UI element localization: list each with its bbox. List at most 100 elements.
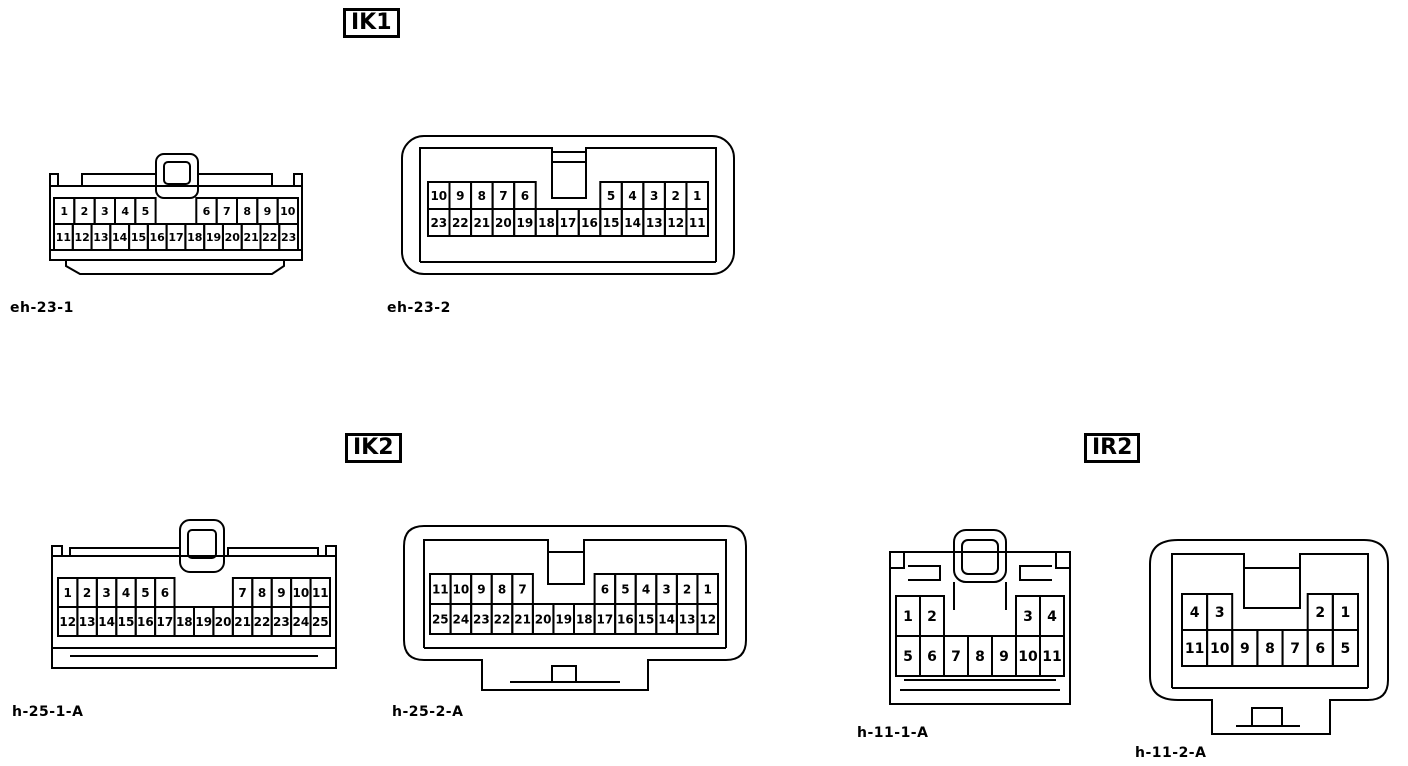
pin-number: 21 [473,216,490,230]
pin-number: 4 [122,586,130,600]
pin-number: 15 [603,216,620,230]
pin-number: 15 [131,231,146,244]
pin-number: 9 [477,582,485,596]
pin-number: 13 [679,612,696,626]
pin-number: 18 [576,612,593,626]
pin-number: 8 [243,205,251,218]
pin-number: 10 [453,582,470,596]
pin-cell [278,223,300,251]
pin-number: 20 [215,615,232,629]
connector-label-eh-23-2: eh-23-2 [387,300,451,316]
pin-number: 1 [903,609,913,625]
pin-number: 24 [453,612,470,626]
pin-number: 9 [277,586,285,600]
pin-number: 5 [621,582,629,596]
pin-number: 7 [518,582,526,596]
pin-cell [696,603,720,635]
pin-number: 6 [161,586,169,600]
pin-number: 6 [1315,641,1325,657]
pin-number: 6 [203,205,211,218]
pin-number: 6 [601,582,609,596]
pin-number: 1 [64,586,72,600]
pin-number: 2 [83,586,91,600]
pin-number: 19 [555,612,572,626]
pin-number: 3 [101,205,109,218]
group-title-ik1: IK1 [343,8,400,38]
pin-number: 20 [535,612,552,626]
pin-number: 16 [150,231,166,244]
pin-number: 15 [638,612,655,626]
pin-number: 16 [137,615,154,629]
pin-number: 4 [1047,609,1057,625]
pin-number: 20 [495,216,512,230]
pin-number: 4 [1190,605,1200,621]
pin-number: 21 [243,231,258,244]
connector-eh-23-2-body [401,135,735,275]
pin-number: 9 [999,649,1009,665]
connector-h-25-1-a-body [51,519,337,669]
pin-number: 12 [699,612,716,626]
pin-number: 13 [93,231,108,244]
pin-number: 10 [430,189,447,203]
pin-number: 8 [1265,641,1275,657]
pin-number: 23 [273,615,290,629]
pin-number: 18 [538,216,555,230]
pin-number: 8 [975,649,985,665]
pin-number: 2 [683,582,691,596]
group-title-ik2: IK2 [345,433,402,463]
pin-number: 14 [624,216,641,230]
pin-number: 16 [581,216,598,230]
connector-label-h-11-1-a: h-11-1-A [857,725,929,741]
pin-number: 8 [258,586,266,600]
pin-number: 6 [521,189,529,203]
pin-number: 8 [478,189,486,203]
pin-number: 2 [81,205,89,218]
pin-number: 9 [456,189,464,203]
pin-number: 19 [206,231,221,244]
pin-number: 7 [238,586,246,600]
pin-number: 17 [157,615,174,629]
pin-number: 3 [662,582,670,596]
pin-number: 5 [141,586,149,600]
pin-number: 14 [98,615,115,629]
pin-cell [309,606,332,637]
connector-label-h-25-2-a: h-25-2-A [392,704,464,720]
connector-h-25-2-a-body [403,525,747,691]
pin-number: 1 [693,189,701,203]
pin-number: 12 [75,231,90,244]
pin-number: 8 [498,582,506,596]
pin-number: 11 [1185,641,1204,657]
pin-number: 23 [430,216,447,230]
pin-number: 2 [927,609,937,625]
pin-number: 1 [704,582,712,596]
pin-number: 23 [473,612,490,626]
pin-number: 2 [1315,605,1325,621]
pin-number: 25 [312,615,329,629]
pin-number: 11 [56,231,71,244]
pin-number: 5 [903,649,913,665]
pin-number: 6 [927,649,937,665]
pin-number: 14 [658,612,675,626]
pin-number: 12 [59,615,76,629]
pin-number: 22 [262,231,277,244]
pin-number: 12 [667,216,684,230]
pin-number: 25 [432,612,449,626]
pin-number: 19 [195,615,212,629]
connector-label-eh-23-1: eh-23-1 [10,300,74,316]
pin-number: 5 [607,189,615,203]
pin-number: 11 [312,586,329,600]
pin-number: 13 [79,615,96,629]
pin-number: 11 [432,582,449,596]
connector-h-11-2-a-body [1149,539,1389,735]
pin-number: 5 [142,205,150,218]
pin-number: 7 [1290,641,1300,657]
connector-label-h-25-1-a: h-25-1-A [12,704,84,720]
pin-number: 3 [1023,609,1033,625]
pin-number: 10 [1018,649,1038,665]
